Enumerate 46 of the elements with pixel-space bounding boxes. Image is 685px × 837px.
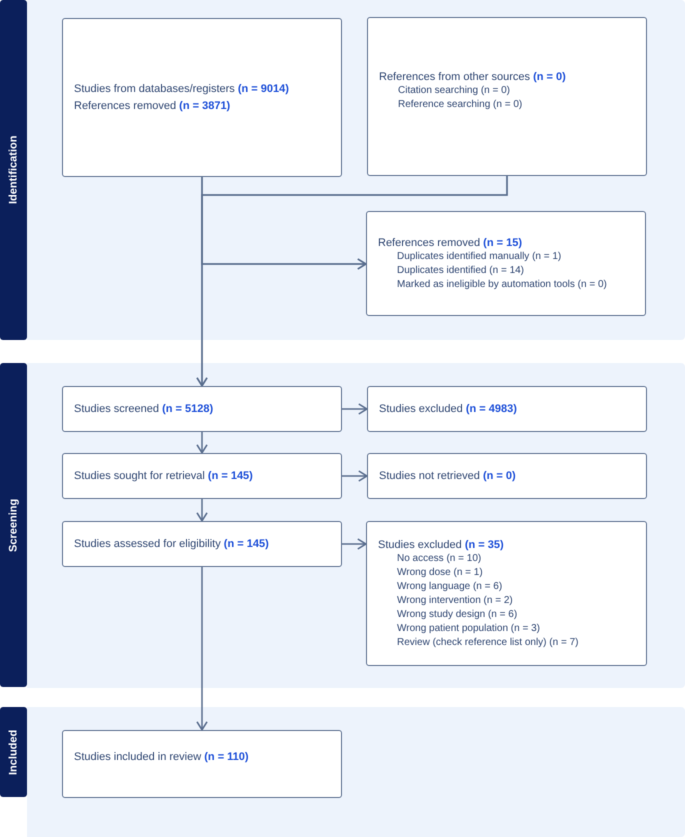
step-label: References removed (n = 3871) (74, 98, 232, 114)
sub-item-text: Wrong study design (n = 6) (396, 608, 518, 622)
arrow (196, 499, 208, 522)
sub-item-text: Marked as ineligible by automation tools (n = 0) (396, 278, 608, 292)
phase-label: Screening (0, 363, 27, 687)
step-label: Studies not retrieved (n = 0) (379, 468, 517, 484)
arrow (342, 403, 368, 415)
sub-item-text: Reference searching (n = 0) (397, 98, 524, 112)
step-label: Studies assessed for eligibility (n = 145) (74, 536, 270, 552)
sub-item-text: Wrong intervention (n = 2) (396, 594, 514, 608)
process-box (62, 386, 342, 432)
process-box (366, 211, 646, 316)
step-label: References removed (n = 15) (378, 236, 523, 250)
sub-item-text: Citation searching (n = 0) (397, 84, 512, 98)
phase-band (0, 707, 685, 837)
sub-item-text: Wrong language (n = 6) (396, 580, 504, 594)
phase-band (0, 0, 685, 340)
phase-label: Identification (0, 0, 27, 340)
process-box (62, 18, 342, 177)
step-label: Studies sought for retrieval (n = 145) (74, 468, 254, 484)
sub-item-text: Review (check reference list only) (n = 7) (396, 636, 580, 650)
step-label: Studies excluded (n = 4983) (379, 402, 518, 416)
process-box (62, 521, 342, 567)
sub-item-text: No access (n = 10) (396, 552, 482, 566)
process-box (62, 730, 342, 798)
step-label: Studies from databases/registers (n = 9014) (74, 82, 290, 96)
sub-item-text: Duplicates identified (n = 14) (396, 264, 526, 278)
step-label: Studies excluded (n = 35) (378, 538, 505, 552)
process-box (367, 386, 647, 432)
step-label: References from other sources (n = 0) (379, 70, 567, 84)
arrow (196, 432, 208, 454)
arrow (342, 538, 367, 550)
process-box (367, 453, 647, 499)
step-label: Studies screened (n = 5128) (74, 402, 214, 416)
phase-band (0, 363, 685, 688)
process-box (366, 521, 647, 666)
sub-item-text: Wrong dose (n = 1) (396, 566, 484, 580)
process-box (367, 17, 647, 176)
phase-label: Included (0, 707, 27, 797)
step-label: Studies included in review (n = 110) (74, 750, 250, 764)
sub-item-text: Wrong patient population (n = 3) (396, 622, 541, 636)
arrow (196, 567, 208, 731)
arrow (342, 470, 368, 482)
arrow (201, 176, 508, 270)
sub-item-text: Duplicates identified manually (n = 1) (396, 250, 562, 264)
process-box (62, 453, 342, 499)
